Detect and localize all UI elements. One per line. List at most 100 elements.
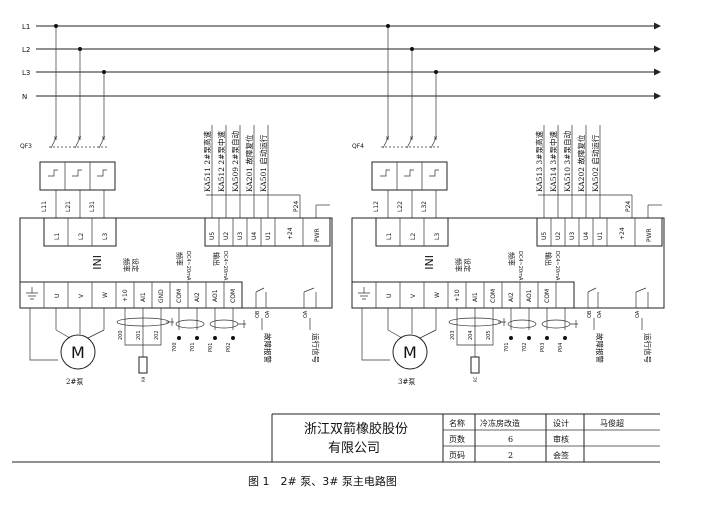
bus-lines: L1 L2 L3 N [22,22,661,101]
pot-wire-201: 201 [136,330,142,340]
relay-term-3a: OB [587,310,593,318]
terminal-bot-com2-2: COM [230,289,237,303]
tb-key-pages: 页数 [449,434,465,444]
analog-wires-3: 701 702 P03 P04 [504,308,578,352]
relay-term-2a: OB [255,310,261,318]
bus-label-n: N [22,93,27,101]
freq-out-label-3a: 频率 [507,252,516,266]
tb-key-name: 名称 [449,418,465,428]
pot-wire-205: 205 [486,330,492,340]
svg-text:×: × [53,135,58,142]
signal-ka201: KA201 故障复位 [244,134,254,192]
terminal-bot-10v-2: +10 [122,289,129,302]
company-name-line1: 浙江双箭橡胶股份 [304,421,408,437]
sig-wire-700: 700 [172,342,178,352]
bottom-terminals-2: U V W +10 AI1 GND COM AI2 AO1 COM [19,281,243,309]
pot-wire-202: 202 [154,330,160,340]
range-out-2: DC4~20mA [222,251,228,281]
cable-label-l22: L22 [397,201,404,212]
terminal-bot-gnd-2: GND [158,289,165,303]
company-name-line2: 有限公司 [328,441,380,456]
bus-label-l2: L2 [22,46,30,54]
terminal-top-24v-3: +24 [619,227,626,240]
motor-circle-2 [60,334,96,370]
cable-label-l32: L32 [421,201,428,212]
bus-label-l3: L3 [22,69,30,77]
sig-wire-701b: 701 [504,342,510,352]
motor-circle-3 [392,334,428,370]
terminal-top-l1-2: L1 [54,233,61,240]
freq-set-label-3b: 设定 [463,258,472,272]
sig-wire-p04: P04 [558,343,564,352]
terminal-top-24v-2: +24 [287,227,294,240]
signal-ka510: KA510 3#泵自动 [562,131,572,192]
terminal-bot-ai1-3: AI1 [472,292,479,302]
sig-wire-p02: P02 [226,343,232,352]
cable-label-l11: L11 [41,201,48,212]
terminal-bot-w-2: W [102,292,109,298]
tb-val-name: 冷冻房改造 [480,418,520,428]
sig-wire-p03: P03 [540,343,546,352]
terminal-bot-w-3: W [434,292,441,298]
terminal-bot-com1-2: COM [176,289,183,303]
terminal-bot-ao1-3: AO1 [526,289,533,302]
pot-wire-203: 203 [450,330,456,340]
p24-label-3: P24 [625,201,632,212]
motor-letter-2: M [71,343,85,362]
relay-outputs-3: OB OA OA 故障报警 运行信号 [587,287,653,363]
top-terminals-3: L1 L2 L3 U5 U2 U3 U4 U1 +24 PWR [375,217,663,247]
signal-ka512: KA512 2#泵中速 [216,131,226,192]
svg-text:×: × [101,135,106,142]
svg-text:×: × [385,135,390,142]
relay-label-run-3: 运行信号 [643,333,653,363]
tb-val-pages: 6 [508,435,513,444]
terminal-bot-v-2: V [78,293,85,298]
signal-ka509: KA509 2#泵自动 [230,131,240,192]
terminal-bot-u-3: U [386,294,393,298]
signal-ka514: KA514 3#泵中速 [548,131,558,192]
relay-label-run-2: 运行信号 [311,333,321,363]
tb-key-countersign: 会签 [553,450,569,460]
terminal-top-u4-3: U4 [583,232,590,240]
pot-wire-204: 204 [468,330,474,340]
signal-ka202: KA202 故障复位 [576,134,586,192]
terminal-bot-ao1-2: AO1 [212,289,219,302]
tb-key-review: 审核 [553,434,569,444]
freq-set-label-2b: 设定 [131,258,140,272]
signal-ka511: KA511 2#泵高速 [202,131,212,192]
freq-out-label-3b: 输出 [544,252,553,266]
signal-ka502: KA502 启动运行 [590,134,600,192]
analog-wires-2: 700 701 P01 P02 [172,308,246,352]
p24-label-2: P24 [293,201,300,212]
motor-label-2: 2#泵 [66,378,83,386]
tb-val-pageno: 2 [508,451,513,460]
range-out-3: DC4~20mA [554,251,560,281]
breaker-label-qf4: QF4 [352,143,364,150]
pot-label-3: RC [473,376,478,382]
freq-out-label-2b: 输出 [212,252,221,266]
terminal-bot-v-3: V [410,293,417,298]
freq-out-label-2a: 频率 [175,252,184,266]
potentiometer-3: 203 204 205 RC [448,308,506,382]
terminal-top-l3-2: L3 [102,233,109,240]
tb-key-pageno: 页码 [449,451,465,460]
relay-term-3c: OA [635,310,641,318]
pot-label-2: R9 [141,376,146,382]
control-signals-2: KA511 2#泵高速 KA512 2#泵中速 KA509 2#泵自动 KA20… [202,125,330,218]
terminal-bot-10v-3: +10 [454,289,461,302]
cable-label-l31: L31 [89,201,96,212]
terminal-top-u2-3: U2 [555,232,562,240]
relay-term-2b: OA [265,310,271,318]
svg-text:×: × [77,135,82,142]
motor-letter-3: M [403,343,417,362]
inv-label-3: INI [422,255,435,270]
vfd-unit-3: QF4 ××× L12 L22 L32 KA513 3#泵高速 KA514 3#… [351,24,665,386]
terminal-top-u1-2: U1 [265,232,272,240]
terminal-bot-com2-3: COM [544,289,551,303]
terminal-bot-ai1-2: AI1 [140,292,147,302]
sig-wire-702: 702 [522,342,528,352]
terminal-top-u2-2: U2 [223,232,230,240]
cable-label-l12: L12 [373,201,380,212]
tb-val-design: 马俊超 [600,418,624,428]
